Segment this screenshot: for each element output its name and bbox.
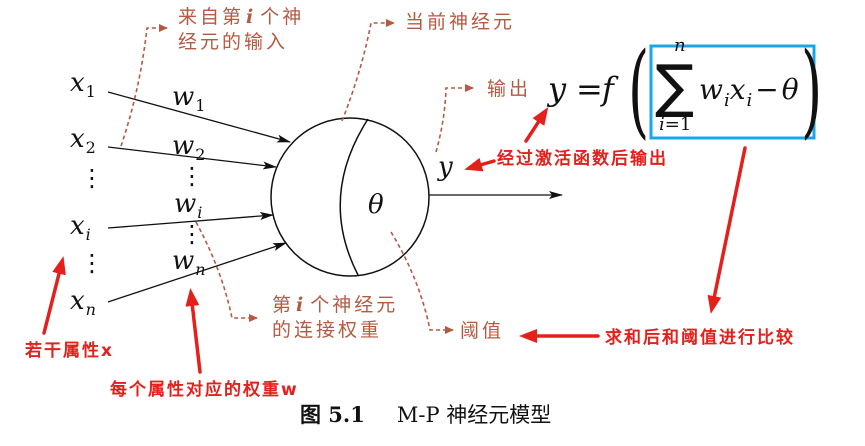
input-vdots-upper: ⋮ (80, 164, 104, 192)
weight-w2-base: w (172, 131, 195, 161)
weight-wi-subscript: i (197, 203, 203, 222)
red-note-activation-output: 经过激活函数后输出 (497, 149, 668, 169)
formula-right-paren: ) (801, 32, 823, 151)
formula-sum-upper-limit: n (674, 35, 686, 56)
input-xn: xn (70, 288, 96, 318)
note-connection-weight-var: i (296, 294, 307, 316)
input-x1-base: x (70, 68, 85, 98)
red-arrow-activation-to-formula (524, 106, 549, 143)
note-input-source-pre: 来自第 (178, 6, 245, 28)
weight-vdots-lower: ⋮ (180, 220, 204, 248)
formula-left-paren: ( (628, 32, 650, 151)
weight-wn-base: w (172, 246, 195, 276)
formula-minus: − (755, 73, 779, 106)
output-symbol: y (438, 152, 453, 182)
red-note-attributes: 若干属性x (25, 341, 114, 361)
formula-sum-index: i (659, 114, 665, 135)
weight-wi: wi (174, 191, 202, 221)
formula-weight-subscript: i (723, 90, 730, 111)
figure-caption-title: M-P 神经元模型 (396, 403, 552, 427)
input-xn-base: x (70, 286, 85, 316)
weight-wi-base: w (174, 189, 197, 219)
input-vdots-lower: ⋮ (80, 249, 104, 277)
figure-caption-label: 图 5.1 (300, 402, 365, 427)
note-connection-weight-post: 个神经元 (310, 294, 399, 316)
formula-weight-symbol: w (699, 73, 723, 106)
weight-w2: w2 (172, 133, 205, 163)
input-x2: x2 (70, 126, 96, 156)
red-arrow-activation-to-y (464, 157, 496, 172)
sum-highlight-box (649, 44, 816, 140)
note-current-neuron: 当前神经元 (405, 11, 516, 33)
input-arrow-xi (107, 212, 274, 229)
input-x2-subscript: 2 (85, 138, 96, 157)
note-output: 输出 (487, 78, 532, 100)
pointer-connection-weight (195, 221, 258, 322)
weight-vdots-upper: ⋮ (180, 162, 204, 190)
weight-w1-subscript: 1 (195, 96, 206, 115)
figure-caption: 图 5.1 M-P 神经元模型 (300, 404, 551, 426)
note-connection-weight-line2: 的连接权重 (272, 319, 383, 341)
note-input-source-post: 个神 (260, 6, 305, 28)
neuron-body (270, 117, 430, 277)
formula-input-symbol: x (729, 73, 746, 106)
input-x1-subscript: 1 (85, 82, 96, 101)
neuron-divider-arc (339, 118, 369, 276)
input-xi: xi (70, 213, 91, 243)
weight-w1: w1 (172, 84, 205, 114)
input-x1: x1 (70, 70, 96, 100)
formula-lhs: y (548, 70, 567, 108)
neuron-threshold-symbol: θ (368, 190, 384, 220)
input-xn-subscript: n (85, 300, 96, 319)
pointer-current-neuron (341, 19, 395, 122)
formula-sum-symbol: ∑ (655, 52, 695, 120)
weight-wn-subscript: n (195, 260, 206, 279)
formula-input-subscript: i (746, 90, 753, 111)
formula-sum-start: =1 (664, 114, 692, 135)
note-input-source-line2: 经元的输入 (178, 31, 289, 53)
input-arrow-x2 (107, 146, 277, 170)
formula-activation-function: f (602, 70, 614, 108)
red-note-sum-vs-threshold: 求和后和阈值进行比较 (605, 328, 795, 348)
red-arrow-attribute-weights (185, 288, 202, 374)
weight-w1-base: w (172, 82, 195, 112)
pointer-output (435, 84, 474, 153)
red-arrow-attributes (42, 256, 66, 335)
formula-sum-lower-limit: i=1 (659, 116, 691, 134)
note-input-source-var: i (246, 6, 257, 28)
pointer-input-source (120, 24, 168, 147)
input-xi-subscript: i (85, 225, 91, 244)
red-note-attribute-weights: 每个属性对应的权重w (110, 380, 299, 400)
weight-w2-subscript: 2 (195, 145, 206, 164)
formula-threshold-symbol: θ (781, 73, 799, 106)
input-arrow-xn (107, 242, 287, 303)
pointer-threshold (390, 231, 454, 334)
note-connection-weight-pre: 第 (272, 294, 295, 316)
red-arrow-box-to-compare (707, 146, 747, 314)
formula-sum-body: wixi−θ (699, 76, 799, 110)
formula-equals: = (576, 70, 603, 108)
weight-wn: wn (172, 248, 206, 278)
note-threshold: 阈值 (460, 320, 505, 342)
input-arrow-x1 (107, 91, 291, 143)
input-xi-base: x (70, 211, 85, 241)
input-x2-base: x (70, 124, 85, 154)
